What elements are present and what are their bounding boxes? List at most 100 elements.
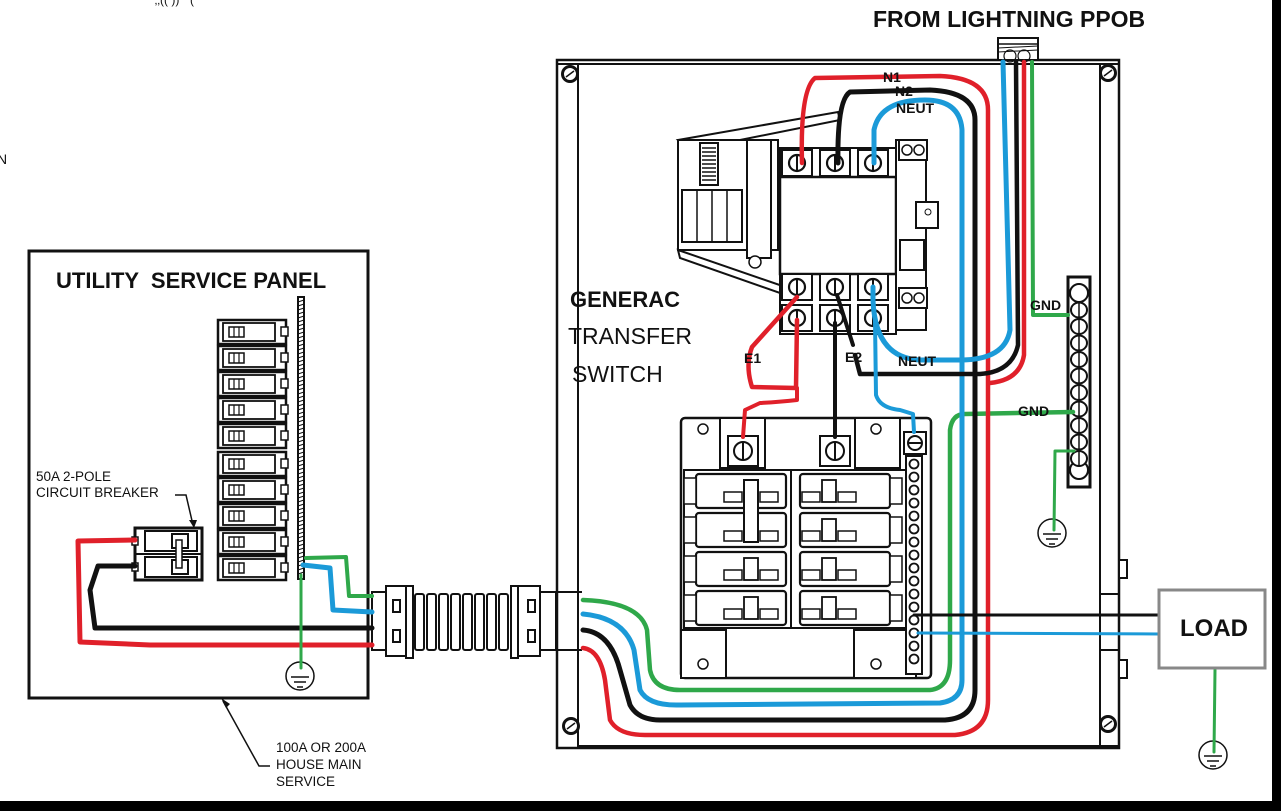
generator-breaker[interactable]	[798, 511, 892, 549]
contactor-terminal-screw	[819, 273, 851, 301]
neutral-bar-hole	[908, 536, 920, 548]
aux-terminal-block	[898, 287, 928, 309]
right-border	[1272, 0, 1281, 811]
utility-breaker[interactable]	[216, 396, 289, 424]
utility-breaker[interactable]	[216, 476, 289, 504]
wire-utility-red	[75, 537, 375, 648]
utility-ground-symbol	[285, 661, 315, 691]
screw-icon	[1099, 64, 1117, 82]
neutral-bar-hole	[908, 562, 920, 574]
generator-breaker[interactable]	[694, 472, 788, 510]
label-n1: N1	[883, 69, 901, 85]
utility-breaker-stack	[216, 318, 289, 582]
breaker-label-line2: CIRCUIT BREAKER	[36, 485, 159, 500]
wire-ts-black	[580, 87, 978, 723]
aux-terminal-block	[898, 139, 928, 161]
label-e2: E2	[845, 349, 862, 365]
load-box: LOAD	[1157, 588, 1267, 670]
main-service-line3: SERVICE	[276, 774, 335, 789]
conduit-rib	[414, 593, 425, 651]
contactor-terminal-screw	[781, 149, 813, 177]
utility-breaker[interactable]	[216, 318, 289, 346]
utility-breaker[interactable]	[216, 370, 289, 398]
main-service-arrow	[221, 698, 230, 708]
wire-ppob-green	[1030, 60, 1070, 317]
conduit-rib	[438, 593, 449, 651]
50a-2-pole-breaker[interactable]	[131, 526, 204, 582]
cropped-header-fragment: ˘ ˘ ‚‚(( )) ˇ ( ˇ	[139, 0, 201, 7]
label-n2: N2	[895, 83, 913, 99]
load-label: LOAD	[1180, 615, 1248, 642]
transfer-label: TRANSFER	[568, 323, 692, 349]
screw-icon	[562, 717, 580, 735]
conduit-rib	[450, 593, 461, 651]
neutral-bar-hole	[908, 614, 920, 626]
neutral-bar-hole	[908, 523, 920, 535]
switch-label: SWITCH	[572, 361, 663, 387]
label-neut-bottom: NEUT	[898, 353, 937, 369]
breaker-leader-arrow	[189, 520, 197, 528]
utility-breaker[interactable]	[216, 422, 289, 450]
wire-ts-blue	[580, 97, 965, 708]
neutral-bar-hole	[908, 640, 920, 652]
conduit-fitting	[371, 585, 557, 659]
generator-breaker[interactable]	[798, 550, 892, 588]
wire-utility-black	[87, 563, 375, 631]
utility-panel-box	[27, 249, 370, 700]
breaker-clip	[683, 555, 697, 583]
breaker-clip	[683, 594, 697, 622]
wire-load-blue	[916, 631, 1162, 636]
neutral-bar-hole	[908, 458, 920, 470]
generator-breaker[interactable]	[694, 511, 788, 549]
utility-panel-title: UTILITY SERVICE PANEL	[56, 268, 326, 293]
generator-breaker[interactable]	[694, 550, 788, 588]
wire-e1-to-breaker	[741, 386, 799, 439]
wire-e2-black	[835, 293, 855, 347]
conduit-rib	[426, 593, 437, 651]
neutral-bar-hole	[908, 510, 920, 522]
utility-breaker[interactable]	[216, 344, 289, 372]
utility-breaker[interactable]	[216, 502, 289, 530]
label-gnd-top: GND	[1030, 297, 1061, 313]
neutral-bar-hole	[908, 497, 920, 509]
utility-breaker[interactable]	[216, 450, 289, 478]
wire-utility-blue	[300, 562, 375, 615]
generator-breaker[interactable]	[798, 472, 892, 510]
neutral-bar-hole	[908, 588, 920, 600]
neutral-bar-hole	[908, 653, 920, 665]
wire-load-ground	[1212, 668, 1217, 754]
wire-e1-red	[746, 294, 800, 391]
breaker-clip	[889, 477, 903, 505]
conduit-rib	[474, 593, 485, 651]
screw-icon	[561, 65, 579, 83]
wire-ts-red	[580, 73, 991, 738]
brand-label: GENERAC	[570, 287, 680, 312]
ground-bar	[1066, 275, 1092, 489]
neutral-bar-hole	[908, 484, 920, 496]
neutral-bar-hole	[908, 471, 920, 483]
ground-bar-mount	[1069, 283, 1089, 303]
generator-breaker[interactable]	[694, 589, 788, 627]
wire-ground-bar-to-earth	[1052, 449, 1076, 532]
conduit-rib	[486, 593, 497, 651]
generator-breaker[interactable]	[798, 589, 892, 627]
ts-ground-symbol	[1037, 518, 1067, 548]
conduit-rib	[462, 593, 473, 651]
wire-ppob-black	[852, 59, 1021, 377]
label-gnd-mid: GND	[1018, 403, 1049, 419]
wire-ppob-red	[987, 59, 1027, 386]
main-service-line1: 100A OR 200A	[276, 740, 366, 755]
transfer-switch-enclosure	[555, 58, 1128, 750]
breaker-clip	[889, 555, 903, 583]
wires	[75, 59, 1217, 754]
neutral-bar-hole	[908, 575, 920, 587]
left-edge-letter: N	[0, 151, 7, 167]
contactor-terminal-screw	[819, 149, 851, 177]
utility-breaker[interactable]	[216, 528, 289, 556]
conduit-rib	[498, 593, 509, 651]
ppob-cable-gland	[997, 37, 1039, 63]
load-ground-symbol	[1198, 740, 1228, 770]
wire-ts-green	[580, 409, 1076, 693]
utility-breaker[interactable]	[216, 554, 289, 582]
